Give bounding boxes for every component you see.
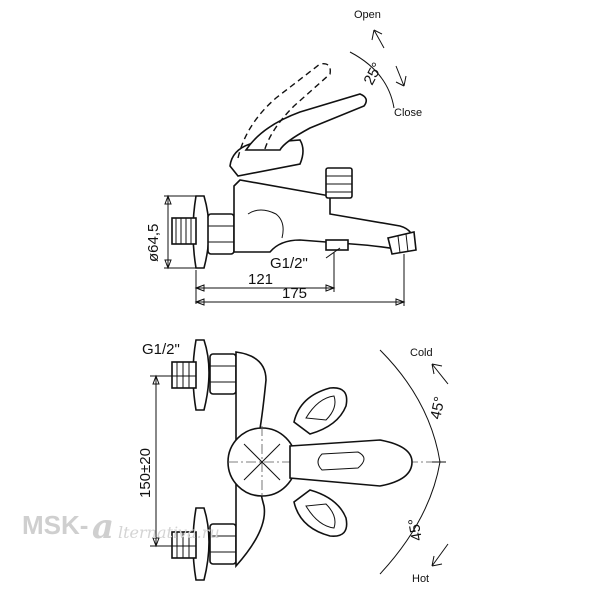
label-angle-cold: 45° [427, 395, 448, 421]
side-view [164, 29, 417, 306]
hex-nut [207, 213, 235, 255]
label-close: Close [394, 107, 422, 119]
lever-closed [244, 93, 368, 151]
watermark: MSK- a lternativa.ru [22, 507, 220, 547]
label-angle-hot: 45° [405, 517, 426, 542]
label-thread-top: G1/2" [270, 255, 308, 272]
label-dim-175: 175 [282, 285, 307, 302]
label-hot: Hot [412, 573, 429, 585]
faucet-body [233, 179, 415, 253]
spout-tip [387, 231, 417, 255]
label-thread-bottom: G1/2" [142, 341, 180, 358]
label-diameter: ø64,5 [145, 224, 162, 262]
lever-open [237, 63, 331, 159]
label-cold: Cold [410, 347, 433, 359]
watermark-rest: lternativa.ru [118, 523, 220, 542]
handle-center [289, 439, 413, 487]
label-open: Open [354, 9, 381, 21]
handle-cold [293, 387, 348, 435]
handle-hot [293, 489, 348, 537]
diverter-knob [325, 167, 353, 199]
label-dim-121: 121 [248, 271, 273, 288]
top-view [150, 339, 449, 581]
watermark-brand: MSK- [22, 510, 88, 540]
bottom-outlet [325, 239, 349, 251]
watermark-at: a [92, 507, 114, 547]
label-angle-top: 25° [361, 60, 387, 88]
label-dim-150: 150±20 [137, 448, 154, 498]
